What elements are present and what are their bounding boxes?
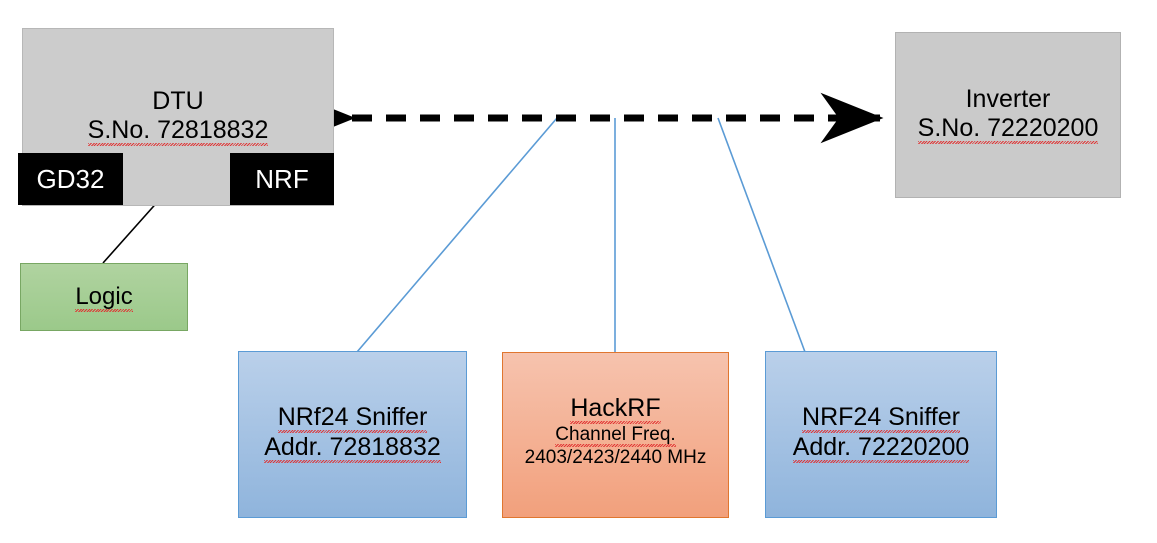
node-hackrf[interactable]: HackRF Channel Freq. 2403/2423/2440 MHz [502,352,729,518]
inverter-serial-text: S.No. 72220200 [917,114,1099,144]
sniffer-right-line1-text: NRF24 Sniffer [802,403,960,433]
node-inverter[interactable]: Inverter S.No. 72220200 [895,32,1121,198]
hackrf-line2: Channel Freq. [555,423,677,448]
dtu-title: DTU [152,87,204,115]
sniffer-right-tap [717,117,806,353]
sniffer-left-line2-text: Addr. 72818832 [264,433,441,463]
node-sniffer-right[interactable]: NRF24 Sniffer Addr. 72220200 [765,351,997,518]
nrf-label: NRF [255,163,309,194]
dtu-serial-text: S.No. 72818832 [87,116,269,146]
inverter-serial: S.No. 72220200 [917,114,1099,144]
node-gd32[interactable]: GD32 [18,153,123,205]
gd32-label: GD32 [36,163,105,194]
sniffer-right-line1: NRF24 Sniffer [802,402,960,433]
node-nrf[interactable]: NRF [230,153,334,205]
sniffer-right-line2: Addr. 72220200 [792,432,970,463]
logic-label: Logic [75,283,134,312]
inverter-title: Inverter [965,85,1051,113]
node-logic[interactable]: Logic [20,263,188,331]
sniffer-right-line2-text: Addr. 72220200 [792,433,970,463]
sniffer-left-line1-text: NRf24 Sniffer [277,403,428,433]
sniffer-left-tap [356,117,558,353]
sniffer-left-line1: NRf24 Sniffer [277,402,428,433]
node-sniffer-left[interactable]: NRf24 Sniffer Addr. 72818832 [238,351,467,518]
hackrf-line2-text: Channel Freq. [555,424,677,448]
sniffer-left-line2: Addr. 72818832 [264,432,441,463]
hackrf-line1-text: HackRF [570,394,661,424]
dtu-serial: S.No. 72818832 [87,116,269,146]
hackrf-line1: HackRF [570,393,661,424]
hackrf-line3: 2403/2423/2440 MHz [524,447,707,469]
